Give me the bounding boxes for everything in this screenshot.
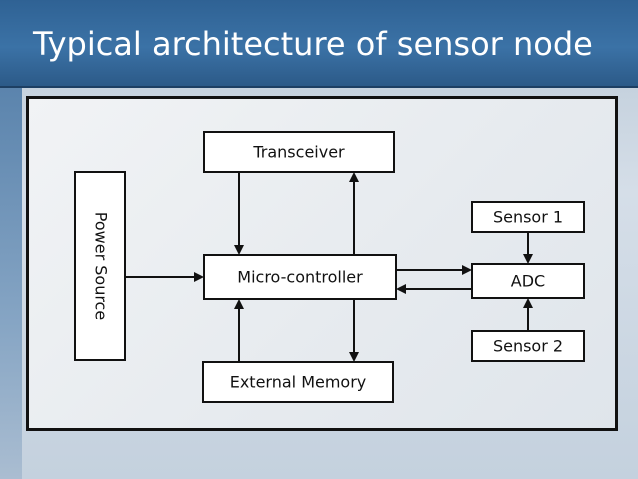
architecture-diagram: Power Source Transceiver Micro-controlle… bbox=[26, 96, 618, 431]
slide-title: Typical architecture of sensor node bbox=[33, 25, 593, 63]
sensor2-label: Sensor 2 bbox=[493, 337, 563, 356]
external-memory-block: External Memory bbox=[202, 361, 394, 403]
sensor2-block: Sensor 2 bbox=[471, 330, 585, 362]
microcontroller-label: Micro-controller bbox=[237, 268, 363, 287]
sensor1-block: Sensor 1 bbox=[471, 201, 585, 233]
sensor1-label: Sensor 1 bbox=[493, 208, 563, 227]
power-source-block: Power Source bbox=[74, 171, 126, 361]
transceiver-block: Transceiver bbox=[203, 131, 395, 173]
microcontroller-block: Micro-controller bbox=[203, 254, 397, 300]
adc-label: ADC bbox=[511, 272, 545, 291]
transceiver-label: Transceiver bbox=[252, 143, 345, 162]
diagram-canvas: Power Source Transceiver Micro-controlle… bbox=[74, 131, 585, 403]
title-bar: Typical architecture of sensor node bbox=[0, 0, 638, 88]
adc-block: ADC bbox=[471, 263, 585, 299]
left-decor-band bbox=[0, 88, 22, 479]
external-memory-label: External Memory bbox=[230, 373, 367, 392]
power-source-label: Power Source bbox=[92, 212, 111, 320]
